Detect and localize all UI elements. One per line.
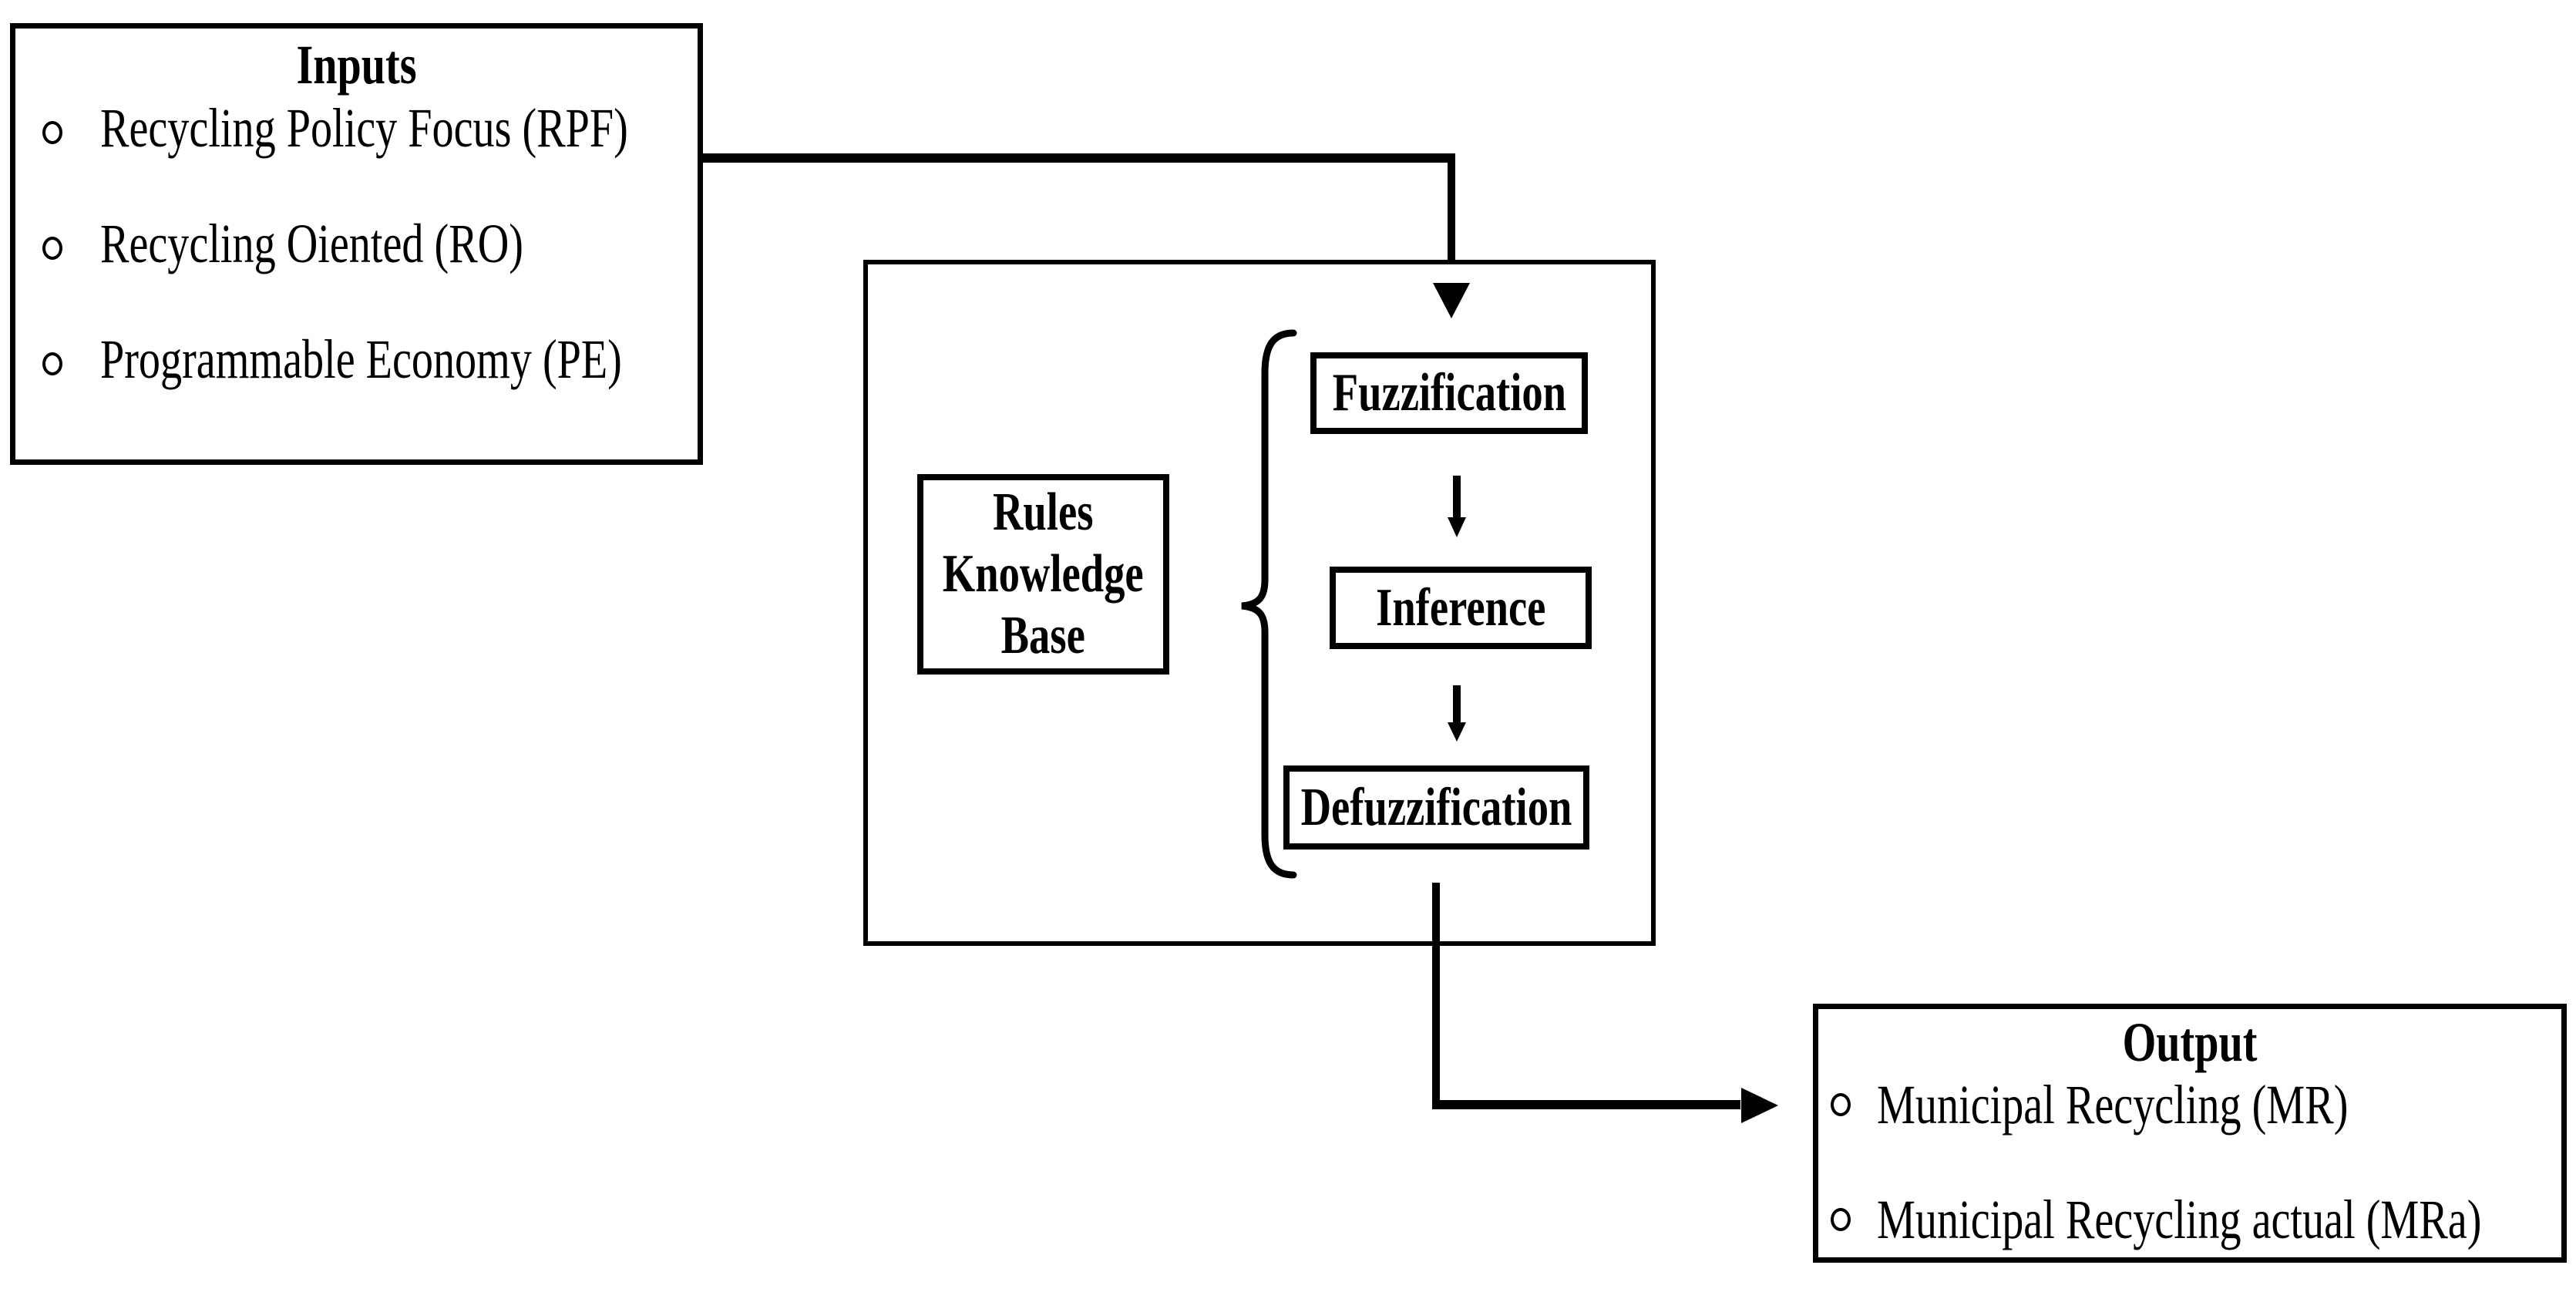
rules-knowledge-base-box: Rules Knowledge Base	[917, 474, 1169, 675]
inference-label: Inference	[1375, 577, 1546, 638]
inputs-item-label: Recycling Policy Focus (RPF)	[100, 97, 628, 159]
inputs-item-label: Programmable Economy (PE)	[100, 328, 622, 390]
inputs-title: Inputs	[296, 34, 417, 96]
inputs-item-label: Recycling Oiented (RO)	[100, 213, 523, 274]
output-arrow-horizontal-segment	[1432, 1100, 1740, 1109]
arrowhead-right-icon	[1741, 1088, 1778, 1123]
fuzzification-label: Fuzzification	[1332, 363, 1566, 422]
inputs-arrow-horizontal-segment	[703, 153, 1455, 163]
output-title: Output	[2122, 1011, 2258, 1073]
inputs-box: Inputs Recycling Policy Focus (RPF) Recy…	[10, 23, 703, 465]
circle-bullet-icon	[42, 121, 62, 144]
rules-knowledge-base-label: Rules Knowledge Base	[943, 483, 1144, 665]
output-box: Output Municipal Recycling (MR) Municipa…	[1813, 1004, 2567, 1263]
circle-bullet-icon	[1831, 1208, 1851, 1231]
inputs-arrow-vertical-segment	[1448, 153, 1455, 284]
circle-bullet-icon	[42, 352, 62, 375]
circle-bullet-icon	[1831, 1093, 1851, 1116]
circle-bullet-icon	[42, 237, 62, 260]
defuzzification-box: Defuzzification	[1283, 765, 1589, 850]
inference-box: Inference	[1330, 567, 1592, 649]
fuzzification-to-inference-arrow-line	[1453, 476, 1461, 519]
defuzzification-label: Defuzzification	[1300, 777, 1572, 837]
output-item-label: Municipal Recycling (MR)	[1877, 1074, 2349, 1136]
inference-to-defuzzification-arrow-line	[1453, 685, 1461, 724]
output-arrow-vertical-segment	[1432, 883, 1440, 1105]
output-item-label: Municipal Recycling actual (MRa)	[1877, 1189, 2482, 1250]
fuzzification-box: Fuzzification	[1310, 352, 1588, 434]
